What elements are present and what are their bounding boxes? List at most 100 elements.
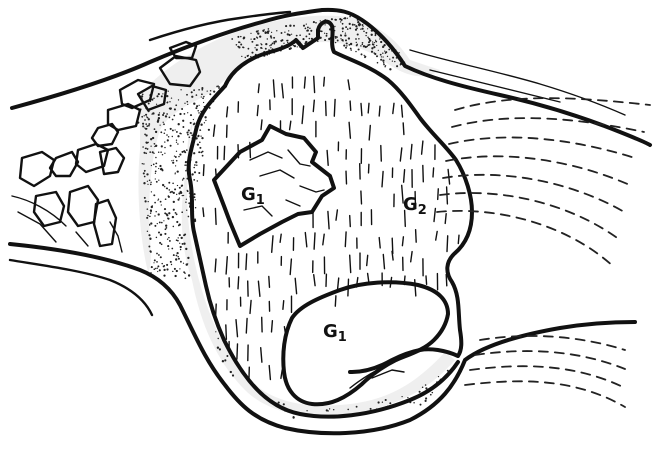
foliation-dash <box>402 105 403 117</box>
stipple-dot <box>392 57 394 59</box>
stipple-dot <box>145 141 147 143</box>
stipple-dot <box>172 162 174 164</box>
stipple-dot <box>185 201 186 202</box>
stipple-dot <box>153 262 154 263</box>
stipple-dot <box>142 93 144 95</box>
stipple-dot <box>151 206 153 208</box>
stipple-dot <box>190 122 192 124</box>
stipple-dot <box>245 57 247 59</box>
stipple-dot <box>181 151 183 153</box>
stipple-dot <box>203 96 204 97</box>
foliation-dash <box>261 120 262 130</box>
stipple-dot <box>291 34 292 35</box>
stipple-dot <box>183 141 184 142</box>
stipple-dot <box>145 148 147 150</box>
stipple-dot <box>378 50 379 51</box>
stipple-dot <box>145 128 147 130</box>
stipple-dot <box>146 116 147 117</box>
stipple-dot <box>348 37 350 39</box>
stipple-dot <box>346 42 348 44</box>
stipple-dot <box>172 216 174 218</box>
upper-contact-line-4 <box>430 70 560 102</box>
stipple-dot <box>148 234 150 236</box>
stipple-dot <box>215 331 216 332</box>
stipple-dot <box>355 51 356 52</box>
stipple-dot <box>148 125 150 127</box>
stipple-dot <box>164 141 165 142</box>
foliation-dash <box>426 276 427 284</box>
stipple-dot <box>303 25 305 27</box>
stipple-dot <box>200 151 202 153</box>
stipple-dot <box>149 216 151 218</box>
stipple-dot <box>267 31 269 33</box>
stipple-dot <box>198 105 199 106</box>
stipple-dot <box>382 60 384 62</box>
stipple-dot <box>144 176 146 178</box>
foliation-dash <box>447 236 448 252</box>
stipple-dot <box>186 149 188 151</box>
stipple-dot <box>299 34 301 36</box>
stipple-dot <box>344 17 346 19</box>
stipple-dot <box>158 168 159 169</box>
foliation-dash <box>326 101 327 115</box>
stipple-dot <box>150 238 152 240</box>
stipple-dot <box>161 95 163 97</box>
stipple-dot <box>171 264 172 265</box>
stipple-dot <box>241 56 242 57</box>
stipple-dot <box>183 178 185 180</box>
stipple-dot <box>142 125 144 127</box>
stipple-dot <box>163 112 165 114</box>
stipple-dot <box>187 190 189 192</box>
stipple-dot <box>347 28 349 30</box>
foliation-dash <box>411 252 412 262</box>
stipple-dot <box>355 25 357 27</box>
stipple-dot <box>154 215 155 216</box>
stipple-dot <box>357 21 359 23</box>
stipple-dot <box>204 116 206 118</box>
stipple-dot <box>352 24 354 26</box>
foliation-dash <box>368 103 369 113</box>
stipple-dot <box>156 181 158 183</box>
stipple-dot <box>401 396 402 397</box>
stipple-dot <box>313 21 315 23</box>
stipple-dot <box>365 35 366 36</box>
stipple-dot <box>168 182 170 184</box>
stipple-dot <box>148 123 150 125</box>
stipple-dot <box>430 394 432 396</box>
stipple-dot <box>170 128 172 130</box>
stipple-dot <box>176 239 178 241</box>
stipple-dot <box>238 41 240 43</box>
stipple-dot <box>385 399 387 401</box>
stipple-dot <box>178 225 180 227</box>
stipple-dot <box>380 41 382 43</box>
stipple-dot <box>283 43 284 44</box>
stipple-dot <box>335 19 337 21</box>
foliation-dash <box>348 279 349 296</box>
stipple-dot <box>325 24 326 25</box>
foliation-dash <box>238 277 239 289</box>
stipple-dot <box>185 277 187 279</box>
label-g1-lower: G1 <box>323 321 347 345</box>
stipple-dot <box>209 93 211 95</box>
stipple-dot <box>359 23 361 25</box>
stipple-dot <box>362 44 364 46</box>
stipple-dot <box>153 164 155 166</box>
stipple-dot <box>342 27 344 29</box>
stipple-dot <box>158 254 160 256</box>
foliation-dash <box>226 257 227 274</box>
stipple-dot <box>145 123 147 125</box>
stipple-dot <box>176 213 178 215</box>
stipple-dot <box>173 201 175 203</box>
stipple-dot <box>163 269 165 271</box>
stipple-dot <box>432 392 433 393</box>
stipple-dot <box>177 256 179 258</box>
stipple-dot <box>173 226 175 228</box>
foliation-dash <box>280 234 281 242</box>
stipple-dot <box>372 41 373 42</box>
stipple-dot <box>169 107 171 109</box>
stipple-dot <box>284 32 285 33</box>
stipple-dot <box>164 186 165 187</box>
stipple-dot <box>243 37 245 39</box>
foliation-dash <box>334 100 335 117</box>
stipple-dot <box>407 397 408 398</box>
